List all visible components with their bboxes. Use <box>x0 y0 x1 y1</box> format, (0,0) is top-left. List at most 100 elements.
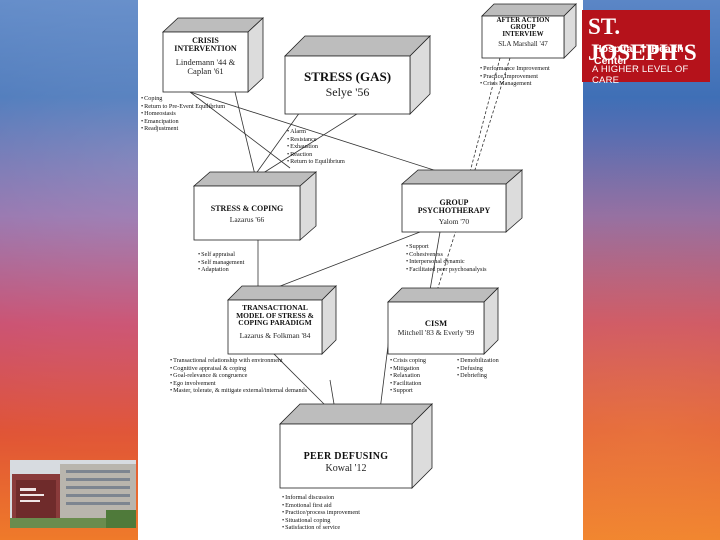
title-line: GROUP <box>439 198 469 207</box>
bullets-peer-defusing: Informal discussion Emotional first aid … <box>282 494 360 532</box>
logo-sub-left: Hospital <box>594 43 636 55</box>
list-item: Facilitated peer psychoanalysis <box>406 266 486 274</box>
heart-cross-icon: ✝ <box>639 43 648 55</box>
list-item: Return to Pre-Event Equilibrium <box>141 103 225 111</box>
list-item: Practice Improvement <box>480 73 550 81</box>
list-item: Informal discussion <box>282 494 360 502</box>
list-item: Cohesiveness <box>406 251 487 259</box>
node-stress-gas-title: STRESS (GAS) <box>285 70 410 83</box>
box-crisis-intervention <box>161 17 265 93</box>
list-item: Defusing <box>457 365 499 373</box>
list-item: Ego involvement <box>170 380 307 388</box>
bullets-cism-col1: Crisis coping Mitigation Relaxation Faci… <box>390 357 426 395</box>
bullets-stress-gas: Alarm Resistance Exhaustion Reaction Ret… <box>287 128 345 166</box>
list-item: Cognitive appraisal & coping <box>170 365 307 373</box>
list-item: Self appraisal <box>198 251 244 259</box>
node-peer-defusing-author: Kowal '12 <box>280 464 412 474</box>
node-transactional-author: Lazarus & Folkman '84 <box>228 332 322 340</box>
box-peer-defusing <box>279 403 433 489</box>
list-item: Self management <box>198 259 244 267</box>
node-cism-title: CISM <box>388 319 484 328</box>
bullets-group-psychotherapy: Support Cohesiveness Interpersonal dynam… <box>406 243 487 274</box>
list-item: Emancipation <box>141 118 225 126</box>
list-item: Coping <box>141 95 225 103</box>
list-item: Crisis Management <box>480 80 550 88</box>
title-line: STRESS & COPING <box>210 204 284 213</box>
title-line: COPING PARADIGM <box>238 318 312 327</box>
node-transactional-title: TRANSACTIONAL MODEL OF STRESS & COPING P… <box>228 304 322 327</box>
author-line: Yalom '70 <box>438 217 470 226</box>
diagram-boxes <box>161 3 577 489</box>
author-line: Lindemann '44 & <box>175 57 236 67</box>
box-cism <box>387 287 499 355</box>
box-stress-gas <box>284 35 431 115</box>
list-item: Transactional relationship with environm… <box>170 357 307 365</box>
logo-tagline: A HIGHER LEVEL OF CARE <box>592 64 689 86</box>
box-stress-coping <box>192 171 318 241</box>
list-item: Adaptation <box>198 266 244 274</box>
list-item: Exhaustion <box>287 143 345 151</box>
list-item: Homeostasis <box>141 110 225 118</box>
title-line: PSYCHOTHERAPY <box>417 206 491 215</box>
author-line: Mitchell '83 & Everly '99 <box>397 328 475 337</box>
logo-name: ST. JOSEPH'S <box>588 14 697 65</box>
title-line: CISM <box>424 318 448 328</box>
node-crisis-intervention-title: CRISIS INTERVENTION <box>163 37 248 53</box>
logo-sub-right: Health Center <box>594 43 684 67</box>
bullets-cism-col2: Demobilization Defusing Debriefing <box>457 357 499 380</box>
list-item: Facilitation <box>390 380 426 388</box>
list-item: Mitigation <box>390 365 426 373</box>
connector-line <box>234 91 256 176</box>
node-cism-author: Mitchell '83 & Everly '99 <box>388 329 484 337</box>
list-item: Support <box>390 387 426 395</box>
list-item: Debriefing <box>457 372 499 380</box>
node-stress-coping-title: STRESS & COPING <box>194 205 300 213</box>
bullets-crisis-intervention: Coping Return to Pre-Event Equilibrium H… <box>141 95 225 133</box>
list-item: Situational coping <box>282 517 360 525</box>
list-item: Emotional first aid <box>282 502 360 510</box>
author-line: Lazarus '66 <box>229 215 265 224</box>
title-line: GROUP <box>510 23 536 31</box>
list-item: Relaxation <box>390 372 426 380</box>
bullets-transactional-model: Transactional relationship with environm… <box>170 357 307 395</box>
bullets-stress-coping: Self appraisal Self management Adaptatio… <box>198 251 244 274</box>
connector-line <box>254 111 301 176</box>
node-crisis-intervention-author: Lindemann '44 & Caplan '61 <box>163 58 248 75</box>
list-item: Resistance <box>287 136 345 144</box>
list-item: Master, tolerate, & mitigate external/in… <box>170 387 307 395</box>
list-item: Performance Improvement <box>480 65 550 73</box>
author-line: Caplan '61 <box>187 65 224 76</box>
list-item: Demobilization <box>457 357 499 365</box>
list-item: Alarm <box>287 128 345 136</box>
list-item: Practice/process improvement <box>282 509 360 517</box>
author-line: Selye '56 <box>325 85 370 99</box>
node-group-psychotherapy-author: Yalom '70 <box>402 218 506 226</box>
list-item: Crisis coping <box>390 357 426 365</box>
title-line: TRANSACTIONAL <box>242 303 308 312</box>
connector-line <box>269 231 421 291</box>
list-item: Return to Equilibrium <box>287 158 345 166</box>
author-line: Kowal '12 <box>325 463 367 474</box>
node-group-psychotherapy-title: GROUP PSYCHOTHERAPY <box>402 199 506 215</box>
list-item: Goal-relevance & congruence <box>170 372 307 380</box>
list-item: Satisfaction of service <box>282 524 360 532</box>
author-line: SLA Marshall '47 <box>498 40 548 48</box>
box-after-action <box>481 3 577 59</box>
list-item: Readjustment <box>141 125 225 133</box>
title-line: INTERVENTION <box>174 44 237 53</box>
list-item: Interpersonal dynamic <box>406 258 487 266</box>
node-after-action-author: SLA Marshall '47 <box>482 41 564 48</box>
title-line: INTERVIEW <box>502 30 544 38</box>
box-transactional-model <box>227 285 337 355</box>
author-line: Lazarus & Folkman '84 <box>239 331 311 340</box>
title-line: MODEL OF STRESS & <box>236 310 314 320</box>
bullets-after-action: Performance Improvement Practice Improve… <box>480 65 550 88</box>
title-line: AFTER ACTION <box>496 16 550 24</box>
title-line: CRISIS <box>192 36 219 45</box>
node-after-action-title: AFTER ACTION GROUP INTERVIEW <box>482 17 564 38</box>
hospital-building-photo <box>10 460 136 528</box>
title-line: STRESS (GAS) <box>303 69 392 84</box>
hospital-logo: ST. JOSEPH'S Hospital✝Health Center A HI… <box>582 10 710 86</box>
box-group-psychotherapy <box>400 169 524 233</box>
